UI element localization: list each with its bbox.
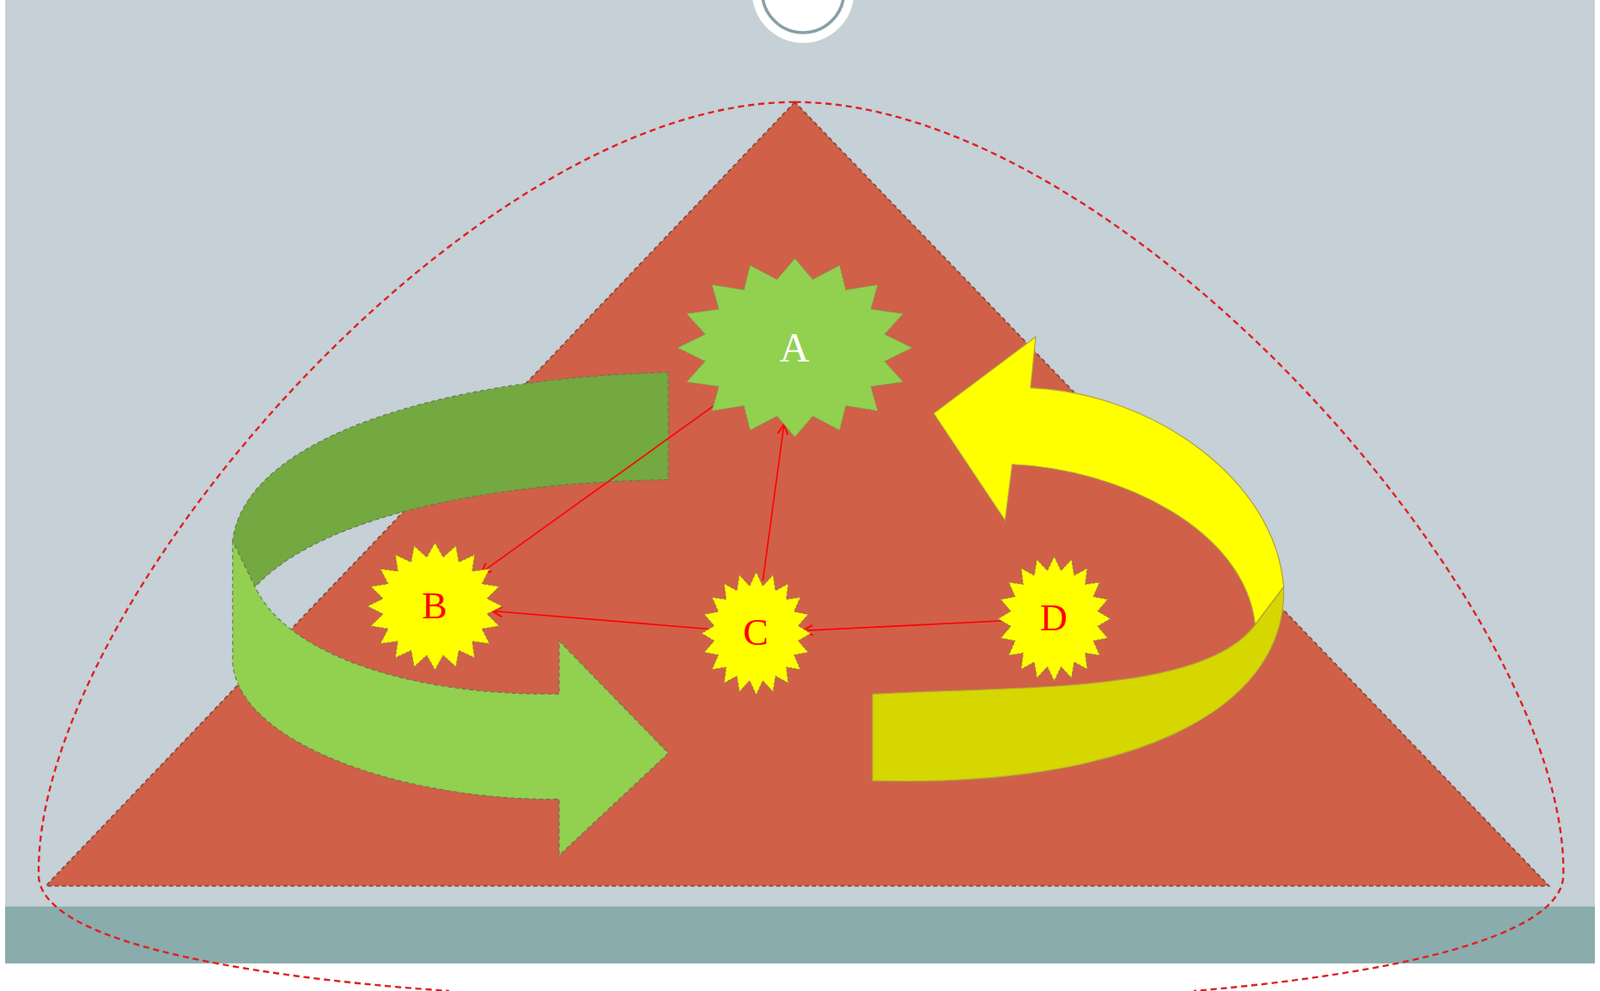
node-letter: A	[779, 327, 810, 369]
top-circle	[752, 0, 855, 43]
starburst-outline	[677, 258, 913, 438]
starburst-outline	[701, 571, 811, 695]
top-ring	[762, 0, 845, 33]
connector-arrow	[480, 400, 722, 573]
node-letter: C	[742, 614, 768, 652]
dashed-outline	[795, 102, 1564, 991]
green-starburst: A	[677, 258, 913, 438]
node-letter: B	[421, 587, 447, 626]
pyramid	[45, 102, 1549, 887]
starburst-outline	[997, 556, 1111, 682]
connector-arrow	[492, 611, 709, 630]
node-letter: D	[1040, 599, 1068, 638]
green-arrow-front	[232, 541, 669, 856]
slide-ground	[5, 0, 1595, 907]
yellow-arrow-front	[933, 336, 1284, 625]
starburst-outline	[367, 542, 503, 670]
yellow-starburst: B	[367, 542, 503, 670]
yellow-starburst: D	[997, 556, 1111, 682]
connector-arrow	[762, 424, 785, 581]
dashed-outline	[38, 102, 796, 991]
yellow-starburst: C	[701, 571, 811, 695]
slide-band	[5, 906, 1595, 964]
connector-arrow	[803, 620, 1006, 632]
